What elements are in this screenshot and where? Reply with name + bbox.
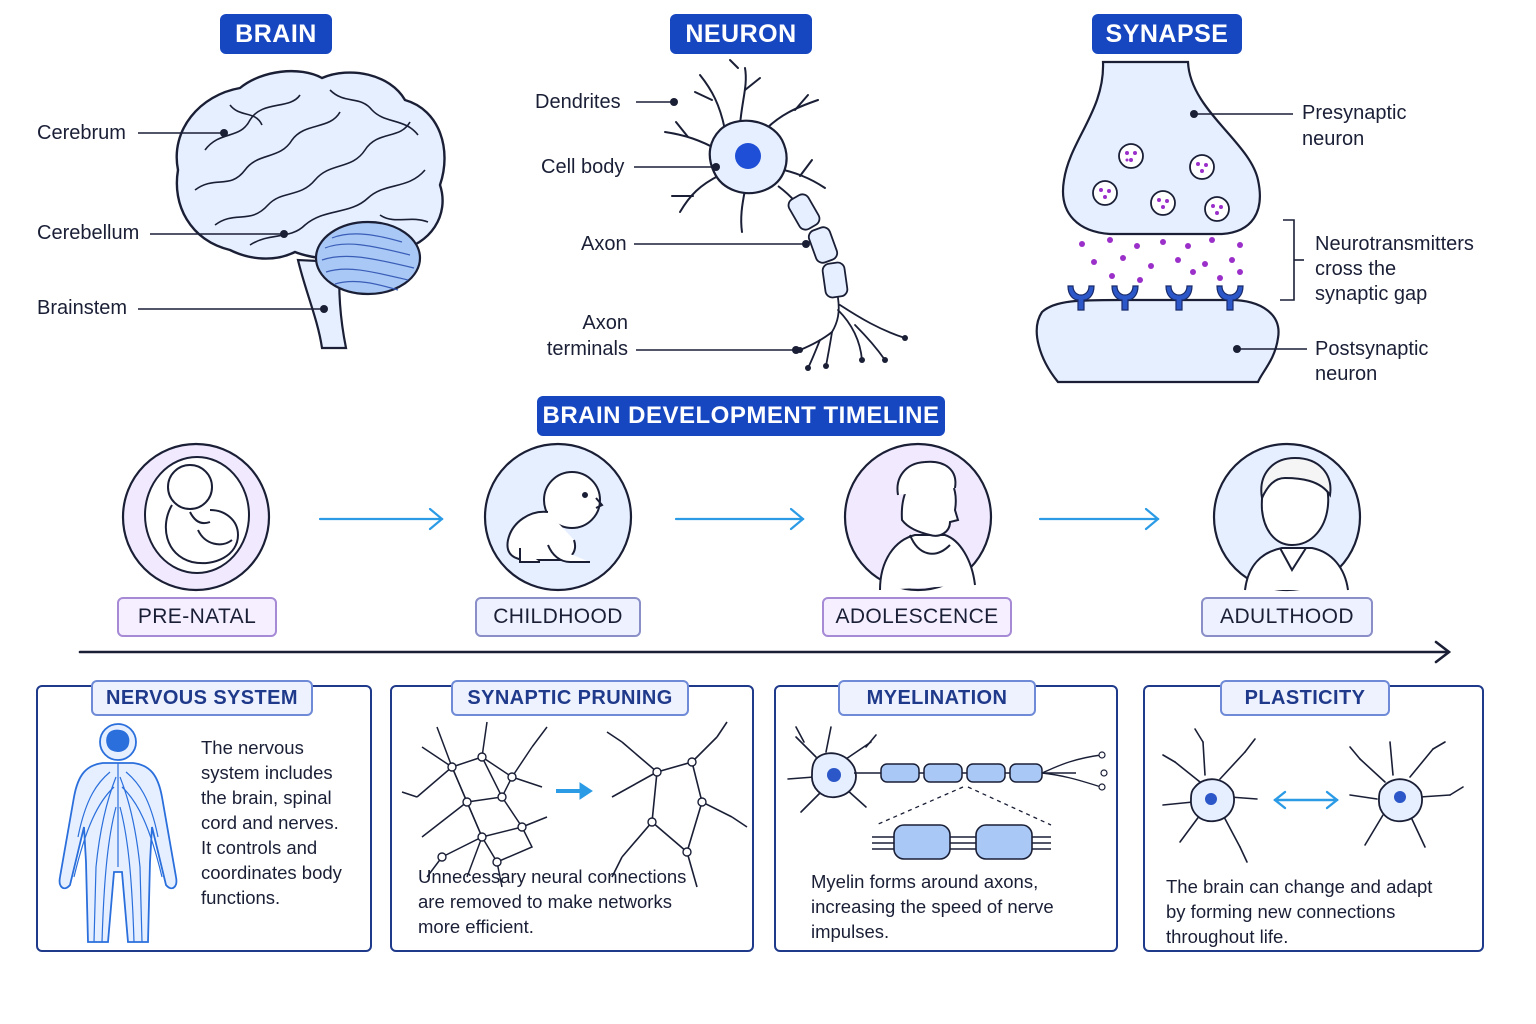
card-title-myelination: MYELINATION	[838, 680, 1036, 716]
pruning-network-icon	[401, 721, 748, 888]
myelinated-axon-icon	[787, 726, 1108, 860]
card-text-myelination-line-2: increasing the speed of nerve	[811, 896, 1054, 917]
card-text-nervous-line-2: system includes	[201, 762, 333, 783]
label-postsynaptic-1: Postsynaptic	[1315, 338, 1429, 360]
label-cerebellum: Cerebellum	[37, 222, 140, 244]
label-cerebrum: Cerebrum	[37, 122, 126, 144]
label-neurotransmitters-3: synaptic gap	[1315, 283, 1428, 305]
timeline-title: BRAIN DEVELOPMENT TIMELINE	[537, 396, 945, 436]
card-text-nervous-line-7: functions.	[201, 887, 281, 908]
neuron-section-title: NEURON	[670, 14, 812, 54]
card-text-pruning-line-1: Unnecessary neural connections	[418, 866, 687, 887]
card-synaptic-pruning	[390, 685, 754, 952]
plasticity-neurons-icon	[1162, 728, 1464, 863]
brain-illustration	[138, 69, 446, 350]
card-title-plasticity: PLASTICITY	[1220, 680, 1390, 716]
synapse-section-title: SYNAPSE	[1092, 14, 1242, 54]
card-text-plasticity-line-2: by forming new connections	[1166, 901, 1396, 922]
card-text-nervous-line-5: It controls and	[201, 837, 318, 858]
card-plasticity	[1143, 685, 1484, 952]
card-text-plasticity-line-1: The brain can change and adapt	[1166, 876, 1433, 897]
card-text-nervous-line-4: cord and nerves.	[201, 812, 339, 833]
card-text-myelination-line-1: Myelin forms around axons,	[811, 871, 1039, 892]
label-cell-body: Cell body	[541, 156, 625, 178]
label-dendrites: Dendrites	[535, 91, 621, 113]
baby-icon	[506, 471, 604, 563]
synapse-illustration	[1035, 60, 1307, 384]
card-text-myelination-line-3: impulses.	[811, 921, 890, 942]
card-text-nervous-line-3: the brain, spinal	[201, 787, 332, 808]
label-axon-terminals-2: terminals	[546, 338, 628, 360]
card-text-pruning-line-3: more efficient.	[418, 916, 534, 937]
stage-adulthood: ADULTHOOD	[1201, 597, 1373, 637]
label-brainstem: Brainstem	[37, 297, 128, 319]
label-axon: Axon	[581, 233, 627, 255]
card-text-nervous-line-6: coordinates body	[201, 862, 342, 883]
stage-adolescence: ADOLESCENCE	[822, 597, 1012, 637]
card-title-synaptic-pruning: SYNAPTIC PRUNING	[451, 680, 689, 716]
label-presynaptic-2: neuron	[1302, 128, 1365, 150]
label-postsynaptic-2: neuron	[1315, 363, 1378, 385]
card-text-plasticity-line-3: throughout life.	[1166, 926, 1289, 947]
card-nervous-system	[36, 685, 372, 952]
fetus-icon	[144, 456, 250, 574]
adult-icon	[1244, 456, 1349, 591]
stage-prenatal: PRE-NATAL	[117, 597, 277, 637]
label-presynaptic-1: Presynaptic	[1302, 102, 1407, 124]
label-axon-terminals-1: Axon	[582, 312, 628, 334]
nervous-system-icon	[58, 723, 178, 943]
card-text-nervous-line-1: The nervous	[201, 737, 304, 758]
stage-childhood: CHILDHOOD	[475, 597, 641, 637]
label-neurotransmitters-2: cross the	[1315, 258, 1397, 280]
timeline-illustration	[78, 442, 1452, 664]
card-title-nervous-system: NERVOUS SYSTEM	[91, 680, 313, 716]
card-myelination	[774, 685, 1118, 952]
teen-icon	[879, 460, 976, 591]
brain-section-title: BRAIN	[220, 14, 332, 54]
card-text-pruning-line-2: are removed to make networks	[418, 891, 672, 912]
label-neurotransmitters-1: Neurotransmitters	[1315, 233, 1474, 255]
neuron-illustration	[634, 59, 908, 371]
